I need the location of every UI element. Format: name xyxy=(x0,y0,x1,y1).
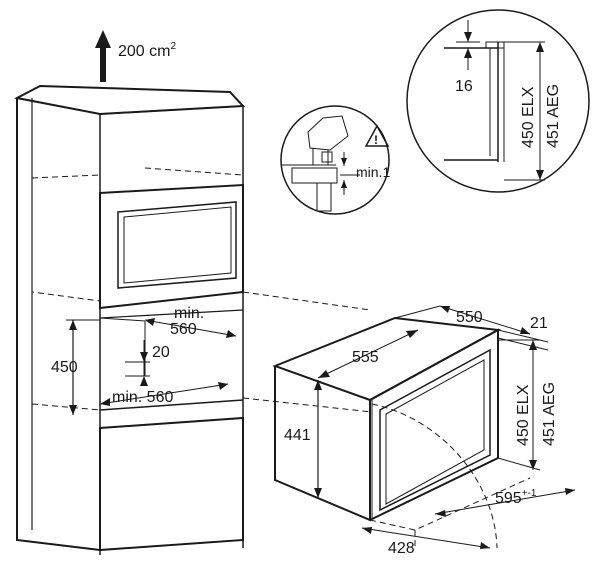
warning-detail: ! min.1 xyxy=(280,105,390,215)
appliance xyxy=(272,316,531,549)
depth-label: 555 xyxy=(352,349,379,366)
min-gap-label: min.1 xyxy=(356,164,390,180)
ventilation-area-label: 200 cm2 xyxy=(118,41,176,60)
warning-triangle-icon xyxy=(364,124,390,147)
offset-label: 16 xyxy=(455,78,473,95)
height-label: 441 xyxy=(284,427,311,444)
door-swing-label: 595+-1 xyxy=(495,488,537,507)
appliance-dimensions: 555 441 550 21 450 ELX 451 AEG 595+-1 xyxy=(284,305,576,557)
depth-bottom-label: 428 xyxy=(388,540,415,557)
front-panel-label: 21 xyxy=(530,315,548,332)
ventilation-indicator: 200 cm2 xyxy=(95,30,176,82)
width-top-label: 550 xyxy=(456,309,483,326)
opening-height-label: 450 xyxy=(51,359,78,376)
cabinet-dimensions: 450 min. 560 20 min. 560 xyxy=(51,305,237,415)
height-elx-label: 450 ELX xyxy=(515,384,532,446)
opening-depth-bottom-label: min. 560 xyxy=(112,389,173,406)
gap-label: 20 xyxy=(152,344,170,361)
height-aeg-label: 451 AEG xyxy=(541,382,558,446)
warning-exclamation: ! xyxy=(374,133,378,147)
detail-height-elx-label: 450 ELX xyxy=(520,86,537,148)
opening-depth-top-prefix: min. xyxy=(174,305,204,322)
tall-cabinet xyxy=(13,84,373,555)
dimension-detail: 16 450 ELX 451 AEG xyxy=(406,9,590,193)
detail-height-aeg-label: 451 AEG xyxy=(545,84,562,148)
opening-depth-top-value: 560 xyxy=(170,321,197,338)
up-arrow-icon xyxy=(95,30,111,82)
